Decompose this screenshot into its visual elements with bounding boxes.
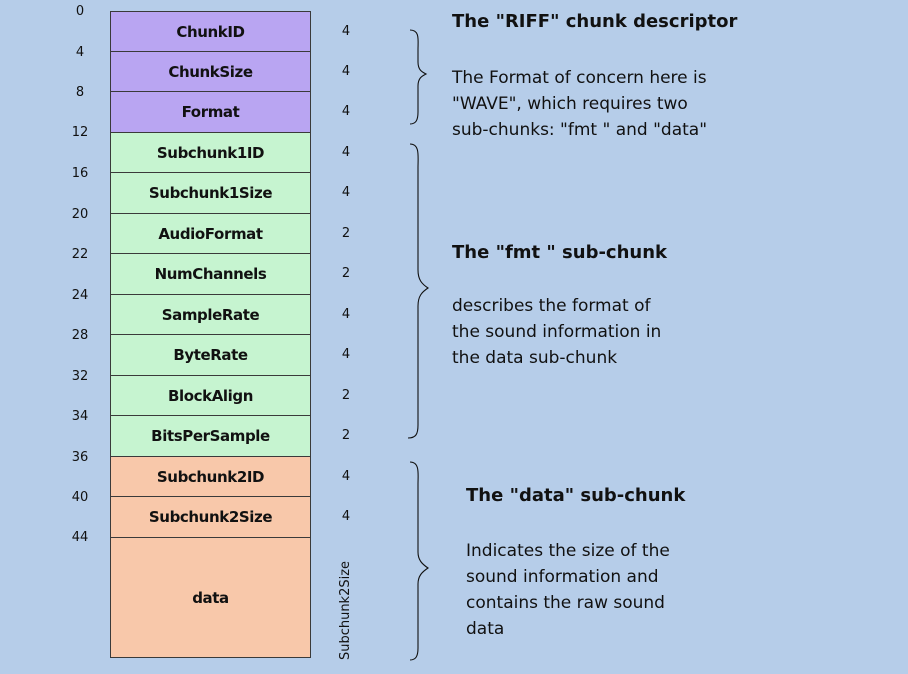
offset-label: 36 [71,450,89,465]
offset-label: 24 [71,288,89,303]
field-subchunk1size: Subchunk1Size [110,172,311,214]
field-subchunk2id: Subchunk2ID [110,456,311,497]
size-label: 4 [341,509,351,524]
fmt-brace [407,143,429,439]
size-label: 2 [341,266,351,281]
description-line: The Format of concern here is [452,68,707,88]
field-numchannels: NumChannels [110,253,311,295]
field-chunkid: ChunkID [110,11,311,52]
offset-label: 22 [71,247,89,262]
field-blockalign: BlockAlign [110,375,311,416]
field-audioformat: AudioFormat [110,213,311,254]
riff-section-title: The "RIFF" chunk descriptor [452,11,738,32]
size-label: 4 [341,104,351,119]
offset-label: 32 [71,369,89,384]
field-subchunk2size: Subchunk2Size [110,496,311,538]
offset-label: 0 [75,4,85,19]
offset-label: 20 [71,207,89,222]
fmt-section-description: describes the format of the sound inform… [452,293,661,371]
description-line: sound information and [466,567,659,587]
offset-label: 12 [71,125,89,140]
description-line: the sound information in [452,322,662,342]
size-label: 4 [341,145,351,160]
description-line: the data sub-chunk [452,348,618,368]
field-byterate: ByteRate [110,334,311,376]
offset-label: 40 [71,490,89,505]
description-line: sub-chunks: "fmt " and "data" [452,120,708,140]
data-brace [409,461,429,661]
offset-label: 8 [75,85,85,100]
description-line: Indicates the size of the [466,541,670,561]
riff-section-description: The Format of concern here is "WAVE", wh… [452,65,707,143]
size-label: 2 [341,388,351,403]
description-line: data [466,619,505,639]
data-section-description: Indicates the size of the sound informat… [466,538,670,642]
offset-label: 34 [71,409,89,424]
fmt-section-title: The "fmt " sub-chunk [452,242,668,263]
field-samplerate: SampleRate [110,294,311,335]
size-label: 2 [341,428,351,443]
description-line: describes the format of [452,296,651,316]
riff-brace [409,29,428,125]
offset-label: 28 [71,328,89,343]
size-label: 4 [341,307,351,322]
size-label: 4 [341,64,351,79]
offset-label: 4 [75,45,85,60]
field-format: Format [110,91,311,133]
size-label: 4 [341,24,351,39]
description-line: "WAVE", which requires two [452,94,688,114]
offset-label: 44 [71,530,89,545]
field-bitspersample: BitsPerSample [110,415,311,457]
size-label: 4 [341,469,351,484]
data-section-title: The "data" sub-chunk [466,485,686,506]
description-line: contains the raw sound [466,593,665,613]
size-label: 4 [341,185,351,200]
offset-label: 16 [71,166,89,181]
size-label: 4 [341,347,351,362]
field-data: data [110,537,311,658]
size-label: 2 [341,226,351,241]
